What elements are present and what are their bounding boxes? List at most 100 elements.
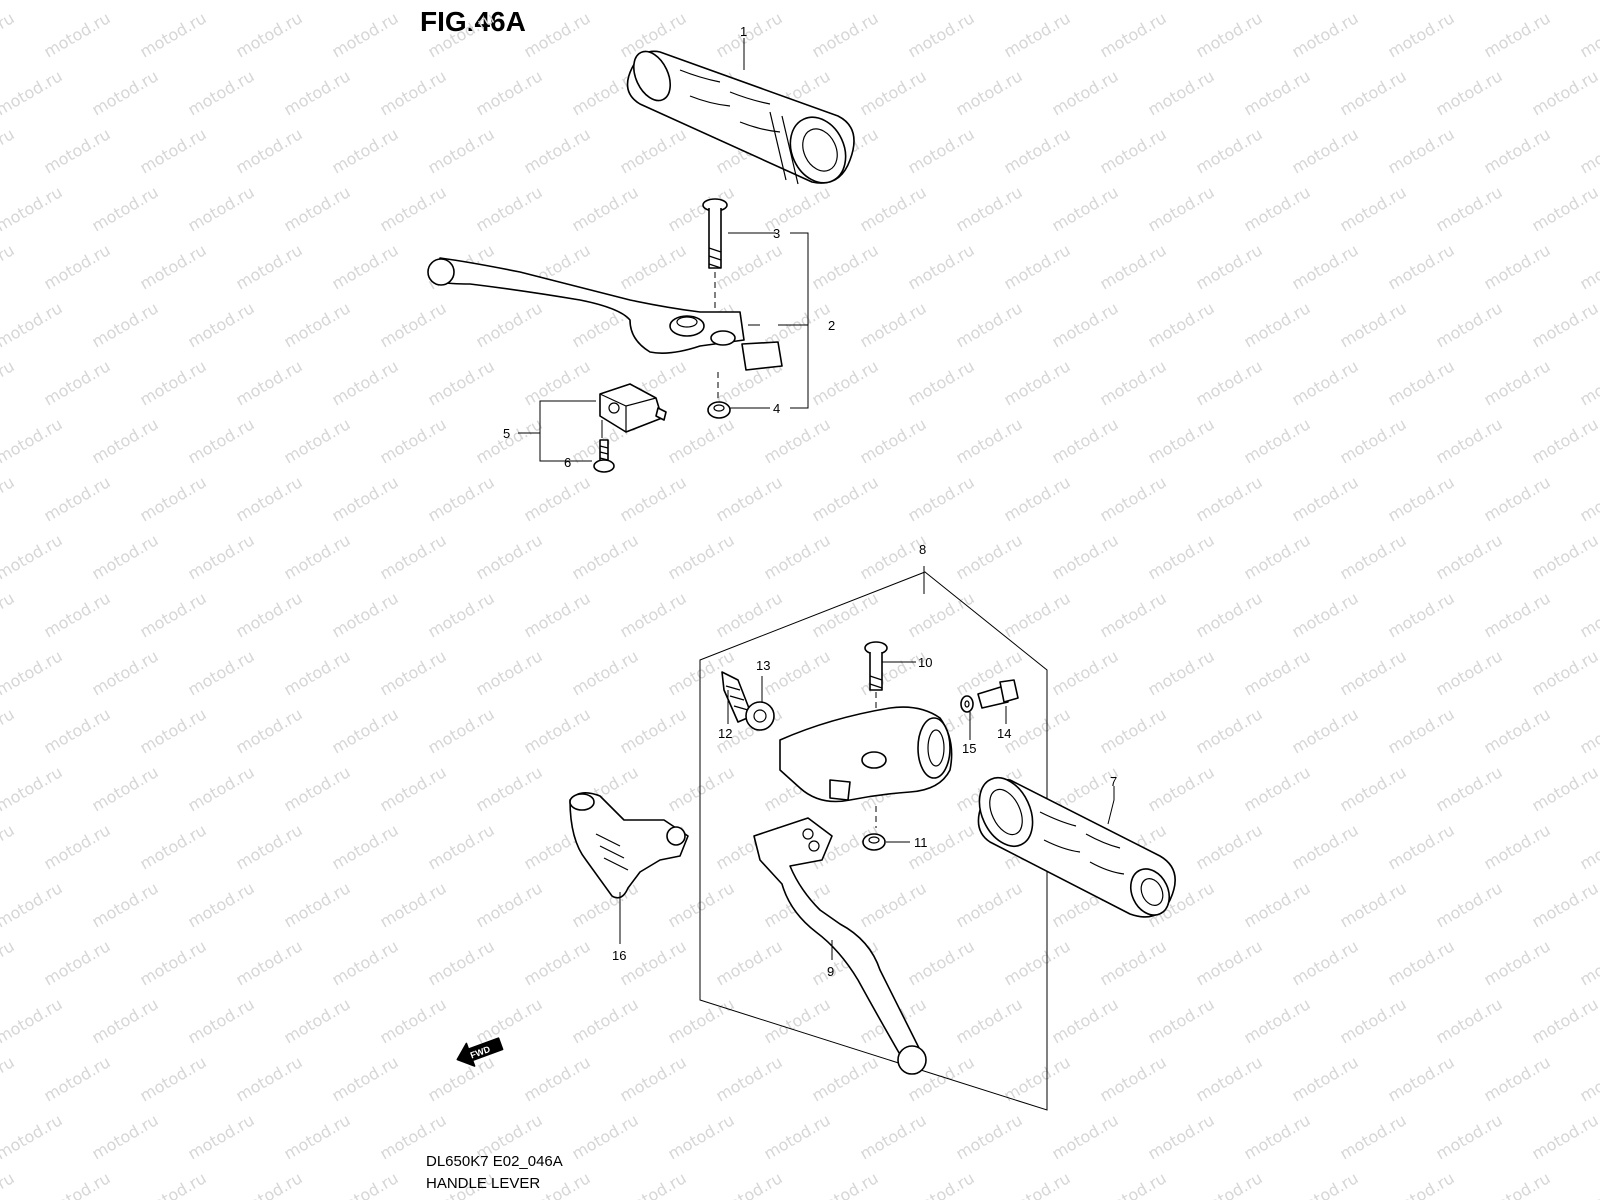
watermark-text: motod.ru xyxy=(233,124,306,177)
watermark-text: motod.ru xyxy=(953,66,1026,119)
watermark-text: motod.ru xyxy=(377,646,450,699)
watermark-text: motod.ru xyxy=(137,240,210,293)
watermark-text: motod.ru xyxy=(1529,530,1600,583)
watermark-text: motod.ru xyxy=(0,704,18,757)
watermark-text: motod.ru xyxy=(233,588,306,641)
watermark-text: motod.ru xyxy=(1433,1110,1506,1163)
watermark-text: motod.ru xyxy=(425,124,498,177)
watermark-text: motod.ru xyxy=(569,530,642,583)
watermark-text: motod.ru xyxy=(281,0,354,3)
watermark-text: motod.ru xyxy=(1097,1168,1170,1200)
watermark-text: motod.ru xyxy=(1481,124,1554,177)
watermark-text: motod.ru xyxy=(809,1052,882,1105)
watermark-text: motod.ru xyxy=(329,124,402,177)
watermark-text: motod.ru xyxy=(1097,240,1170,293)
watermark-text: motod.ru xyxy=(953,878,1026,931)
washer-part-15[interactable] xyxy=(960,695,974,713)
watermark-text: motod.ru xyxy=(473,646,546,699)
watermark-text: motod.ru xyxy=(1385,820,1458,873)
watermark-text: motod.ru xyxy=(1577,936,1600,989)
watermark-text: motod.ru xyxy=(1145,414,1218,467)
watermark-text: motod.ru xyxy=(569,994,642,1047)
adjuster-nut-part[interactable] xyxy=(745,701,775,731)
watermark-text: motod.ru xyxy=(137,936,210,989)
watermark-text: motod.ru xyxy=(857,0,930,3)
watermark-text: motod.ru xyxy=(1385,1168,1458,1200)
right-grip-part[interactable] xyxy=(626,46,856,192)
watermark-text: motod.ru xyxy=(1001,936,1074,989)
pivot-bolt-part[interactable] xyxy=(702,198,728,310)
watermark-text: motod.ru xyxy=(953,298,1026,351)
watermark-text: motod.ru xyxy=(1337,66,1410,119)
watermark-text: motod.ru xyxy=(1001,8,1074,61)
watermark-text: motod.ru xyxy=(761,646,834,699)
watermark-text: motod.ru xyxy=(617,1168,690,1200)
watermark-text: motod.ru xyxy=(329,1168,402,1200)
section-name: HANDLE LEVER xyxy=(426,1175,541,1192)
watermark-text: motod.ru xyxy=(329,8,402,61)
watermark-text: motod.ru xyxy=(521,1052,594,1105)
watermark-text: motod.ru xyxy=(1577,1052,1600,1105)
watermark-text: motod.ru xyxy=(425,588,498,641)
watermark-text: motod.ru xyxy=(857,1110,930,1163)
pivot-bolt-part-10[interactable] xyxy=(864,641,888,740)
watermark-text: motod.ru xyxy=(1289,936,1362,989)
watermark-text: motod.ru xyxy=(281,414,354,467)
watermark-text: motod.ru xyxy=(473,298,546,351)
watermark-text: motod.ru xyxy=(1289,820,1362,873)
clutch-assembly-outline xyxy=(699,571,1048,1111)
screw-part-14[interactable] xyxy=(977,679,1019,709)
watermark-text: motod.ru xyxy=(0,8,18,61)
watermark-text: motod.ru xyxy=(1193,472,1266,525)
watermark-text: motod.ru xyxy=(0,472,18,525)
watermark-text: motod.ru xyxy=(1577,1168,1600,1200)
callout-7: 7 xyxy=(1110,774,1117,789)
clutch-holder-part[interactable] xyxy=(779,706,953,803)
watermark-text: motod.ru xyxy=(1193,588,1266,641)
watermark-text: motod.ru xyxy=(1193,704,1266,757)
watermark-text: motod.ru xyxy=(233,936,306,989)
watermark-text: motod.ru xyxy=(953,414,1026,467)
watermark-text: motod.ru xyxy=(713,472,786,525)
watermark-text: motod.ru xyxy=(1193,820,1266,873)
screw-part-6[interactable] xyxy=(593,439,615,473)
watermark-text: motod.ru xyxy=(857,878,930,931)
watermark-text: motod.ru xyxy=(41,820,114,873)
watermark-text: motod.ru xyxy=(377,878,450,931)
watermark-text: motod.ru xyxy=(1049,994,1122,1047)
watermark-text: motod.ru xyxy=(281,1110,354,1163)
nut-part-11[interactable] xyxy=(862,806,886,851)
watermark-text: motod.ru xyxy=(281,878,354,931)
watermark-text: motod.ru xyxy=(41,1168,114,1200)
brake-lever-part[interactable] xyxy=(427,257,783,371)
watermark-text: motod.ru xyxy=(761,530,834,583)
watermark-text: motod.ru xyxy=(1385,936,1458,989)
watermark-text: motod.ru xyxy=(89,298,162,351)
watermark-text: motod.ru xyxy=(1337,298,1410,351)
watermark-text: motod.ru xyxy=(377,66,450,119)
watermark-text: motod.ru xyxy=(521,8,594,61)
watermark-text: motod.ru xyxy=(521,472,594,525)
watermark-text: motod.ru xyxy=(1289,588,1362,641)
watermark-text: motod.ru xyxy=(1145,1110,1218,1163)
watermark-text: motod.ru xyxy=(137,588,210,641)
adjuster-bolt-part[interactable] xyxy=(721,671,753,723)
watermark-text: motod.ru xyxy=(0,1110,66,1163)
brake-switch-part[interactable] xyxy=(599,383,667,433)
watermark-text: motod.ru xyxy=(1145,530,1218,583)
watermark-text: motod.ru xyxy=(857,66,930,119)
nut-part-4[interactable] xyxy=(707,372,731,419)
clutch-lever-part[interactable] xyxy=(753,817,927,1075)
watermark-text: motod.ru xyxy=(1241,994,1314,1047)
watermark-text: motod.ru xyxy=(617,124,690,177)
watermark-text: motod.ru xyxy=(425,936,498,989)
left-grip-part[interactable] xyxy=(969,769,1176,921)
clutch-switch-part[interactable] xyxy=(569,792,689,899)
watermark-text: motod.ru xyxy=(953,1110,1026,1163)
watermark-text: motod.ru xyxy=(0,0,66,3)
watermark-text: motod.ru xyxy=(1001,588,1074,641)
leader-lines xyxy=(518,38,1115,960)
watermark-text: motod.ru xyxy=(41,588,114,641)
